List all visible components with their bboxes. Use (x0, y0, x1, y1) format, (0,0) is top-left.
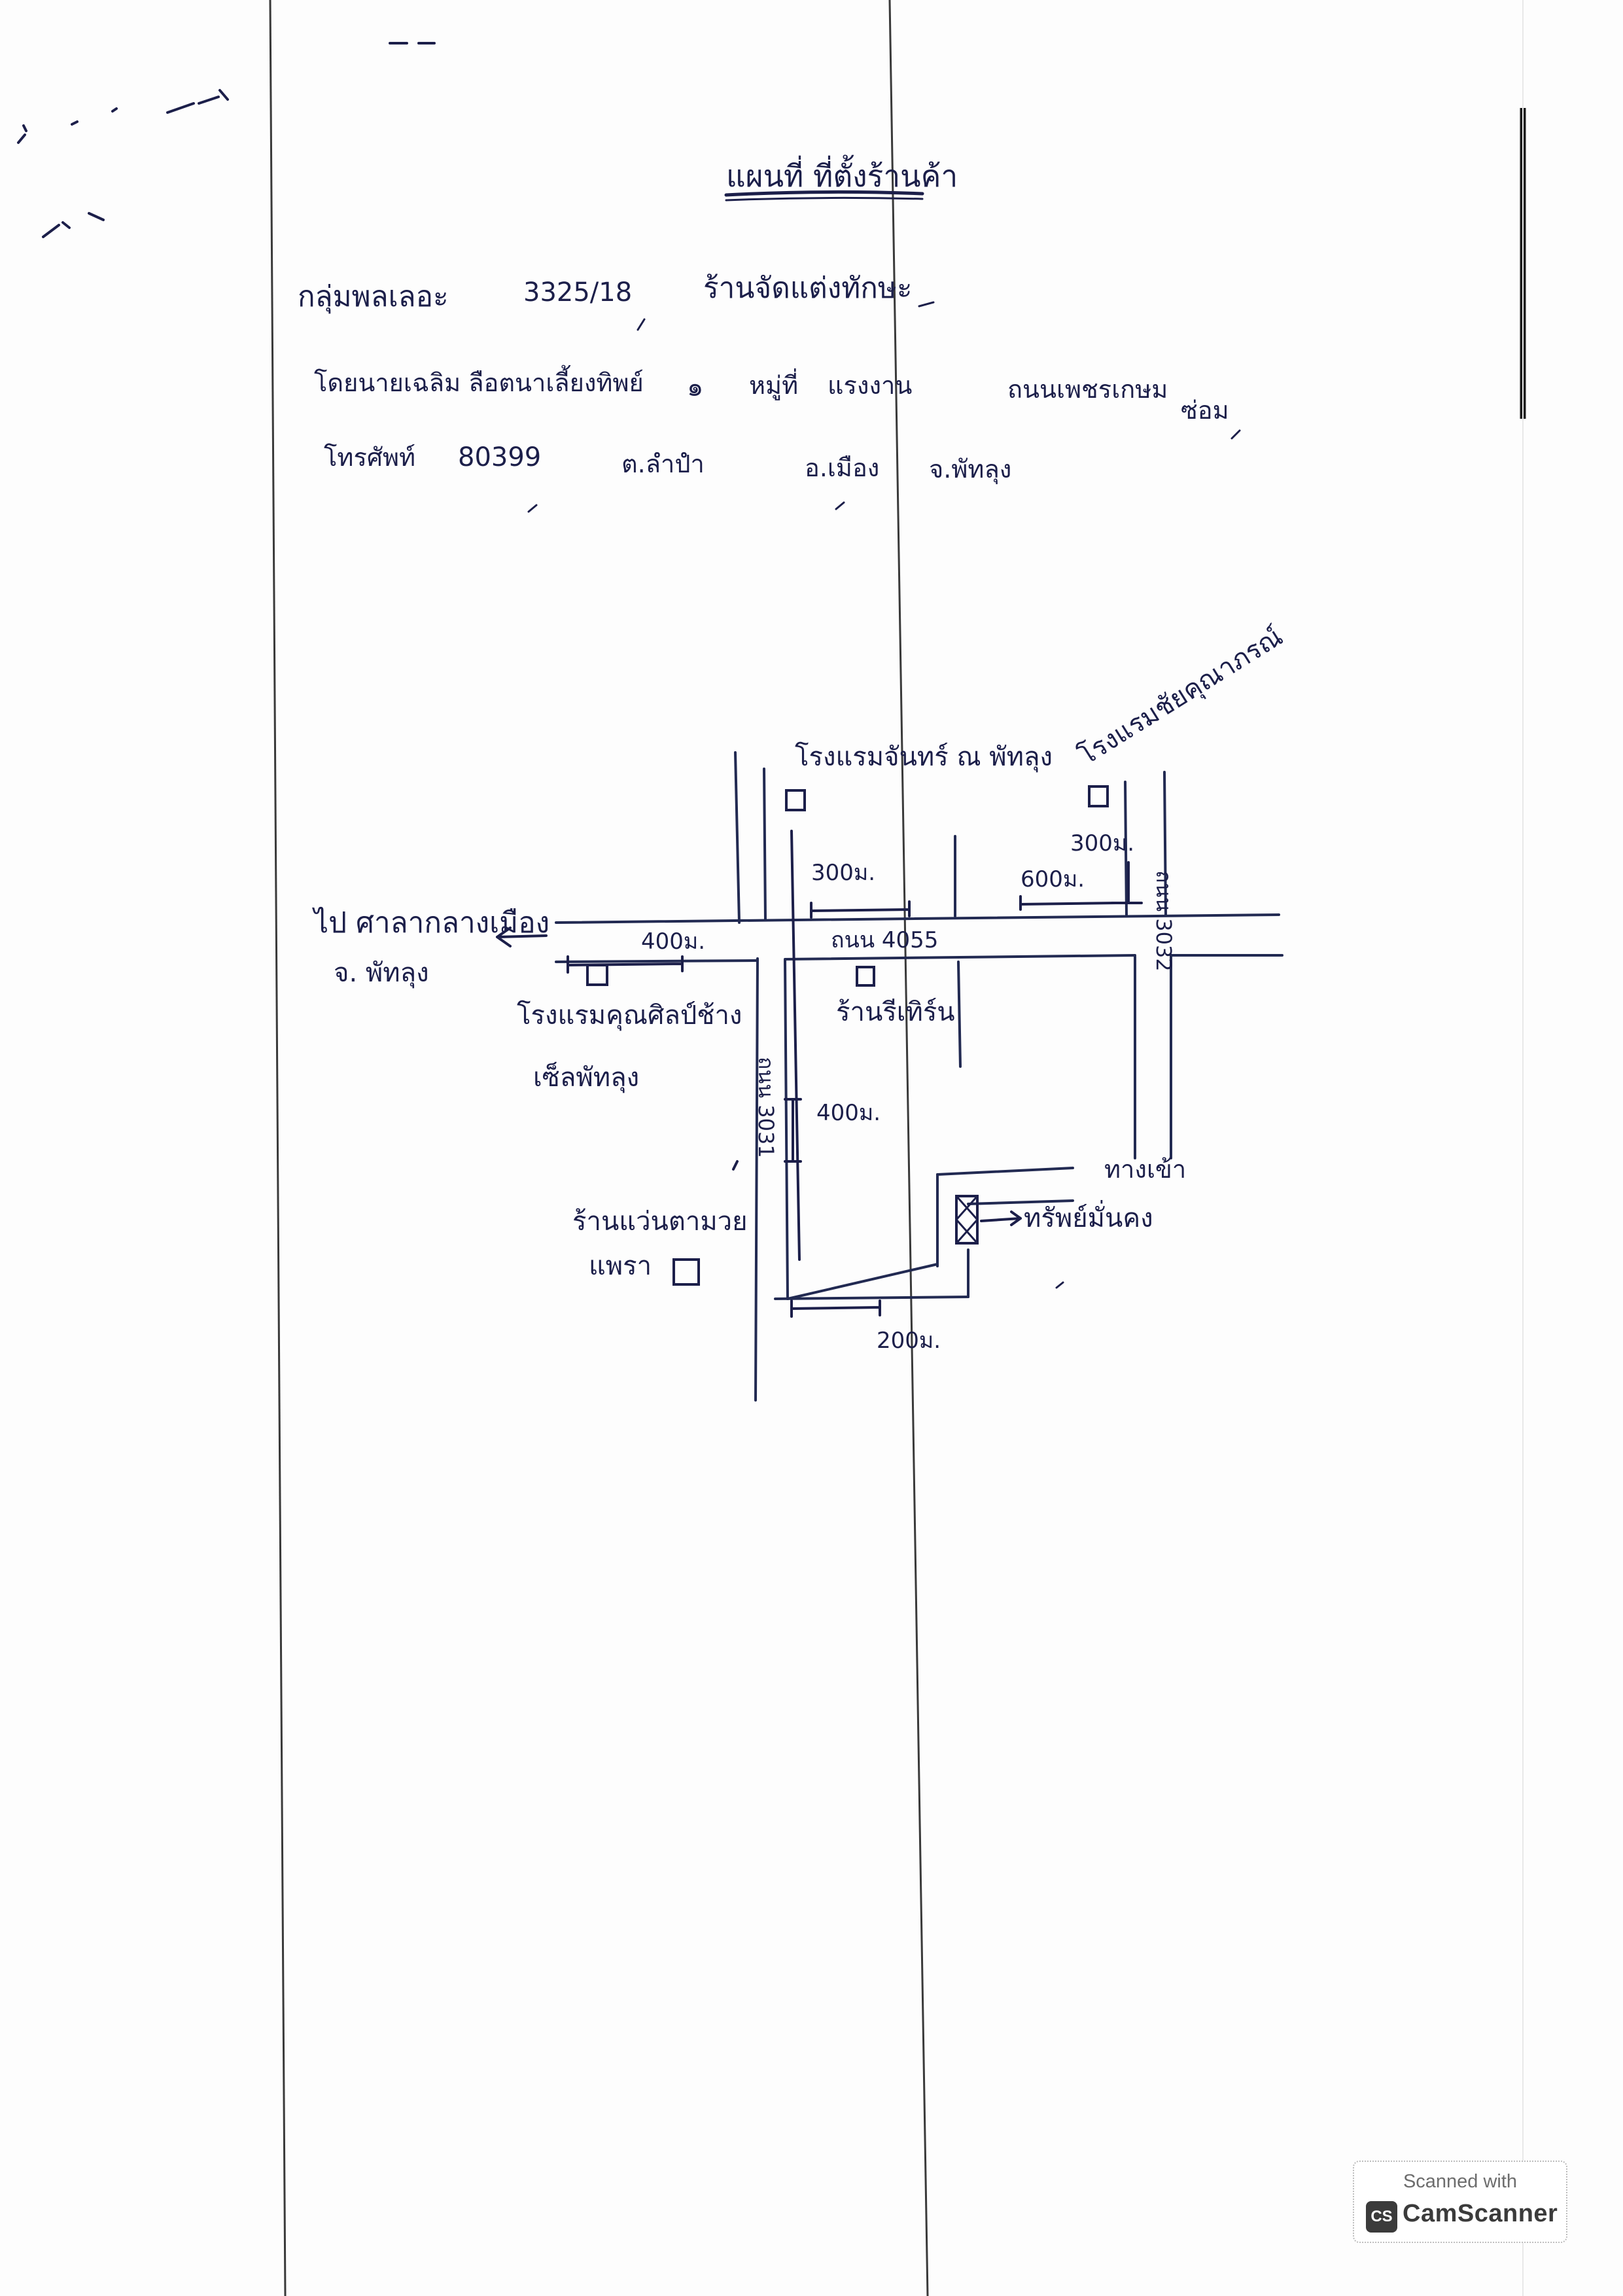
distance-600m-right: 600ม. (1021, 866, 1085, 892)
distance-400m-left: 400ม. (641, 928, 705, 955)
distance-labels: 400ม. 300ม. 600ม. 300ม. 400ม. 200ม. (641, 830, 1134, 1354)
landmarks: ไป ศาลากลางเมือง จ. พัทลุง โรงแรมจันทร์ … (312, 622, 1289, 1289)
distance-300m-mid: 300ม. (811, 860, 875, 886)
road-3032-left-edge-top (1124, 781, 1128, 916)
line3-province: จ.พัทลุง (929, 455, 1011, 484)
label-hotel-left: โรงแรมคุณศิลป์ช้าง (517, 1000, 742, 1031)
line2-street: ถนนเพชรเกษม (1007, 375, 1168, 404)
line2-house-label: แรงงาน (828, 371, 912, 400)
label-shop-bottom: ร้านแว่นตามวย (572, 1207, 748, 1237)
road-3031-right-edge-top (763, 768, 767, 921)
title-text: แผนที่ ที่ตั้งร้านค้า (726, 154, 958, 194)
line3-phone-number: 80399 (458, 442, 541, 472)
shop-bottom-marker-icon (672, 1258, 700, 1286)
line3-amphoe: อ.เมือง (805, 453, 879, 482)
hotel-left-marker-icon (586, 964, 608, 986)
road-name-labels: ถนน 4055 ถนน 3032 ถนน 3031 (754, 870, 1176, 1158)
shop-small-marker-icon (856, 966, 875, 987)
line3-tambon: ต.ลำปำ (621, 450, 705, 478)
line2-owner: โดยนายเฉลิม ลือตนาเลี้ยงทิพย์ (314, 364, 644, 397)
line1-shop-name: ร้านจัดแต่งทักษะ (703, 272, 912, 305)
road-3031-left-edge (754, 957, 759, 1402)
label-entrance: ทางเข้า (1104, 1155, 1186, 1184)
hotel-right-marker-icon (1088, 785, 1109, 807)
document-title: แผนที่ ที่ตั้งร้านค้า (724, 154, 958, 202)
watermark-brand: CamScanner (1403, 2200, 1558, 2227)
line2-moo: ๑ (687, 372, 703, 402)
line3-phone-label: โทรศัพท์ (324, 443, 415, 472)
label-shop-small: ร้านรีเทิร์น (836, 997, 955, 1027)
side-road-a-bottom (957, 961, 962, 1068)
hotel-top-marker-icon (785, 789, 806, 811)
label-shop-bottom-sub: แพรา (589, 1251, 652, 1281)
pen-specks (17, 42, 436, 238)
target-arrow-icon (980, 1210, 1022, 1226)
road-3031-left-edge-top (734, 751, 741, 924)
road-3032-label: ถนน 3032 (1151, 870, 1176, 972)
road-4055-label: ถนน 4055 (831, 927, 938, 953)
line2-tail: ซ่อม (1181, 396, 1229, 425)
distance-markers (567, 861, 1143, 1318)
distance-300m-right: 300ม. (1070, 830, 1134, 857)
label-hotel-top: โรงแรมจันทร์ ณ พัทลุง (795, 742, 1053, 773)
camscanner-watermark: Scanned with CS CamScanner (1353, 2161, 1567, 2243)
label-to-city-province: จ. พัทลุง (334, 958, 429, 989)
line1-shop-label: กลุ่มพลเลอะ (298, 280, 449, 314)
road-3032-right-edge-top (1163, 771, 1167, 916)
road-3031-right-edge (784, 959, 789, 1300)
line2-moo-label: หมู่ที่ (749, 368, 798, 400)
watermark-caption: Scanned with (1403, 2171, 1518, 2192)
target-shop-marker-icon (955, 1195, 979, 1245)
bottom-street-top-edge (786, 1263, 939, 1300)
header-line-1: กลุ่มพลเลอะ 3325/18 ร้านจัดแต่งทักษะ (298, 272, 935, 331)
distance-400m-down: 400ม. (816, 1100, 881, 1126)
header-line-3: โทรศัพท์ 80399 ต.ลำปำ อ.เมือง จ.พัทลุง (324, 442, 1011, 513)
road-4055-bottom-edge-mid (784, 954, 1136, 961)
bottom-street-lower-edge (774, 1296, 969, 1300)
title-underline (724, 190, 924, 197)
road-network (555, 751, 1283, 1402)
camscanner-logo-icon: CS (1366, 2201, 1397, 2233)
label-hotel-right: โรงแรมชัยคุณาภรณ์ (1073, 622, 1289, 772)
road-3031-label: ถนน 3031 (754, 1057, 778, 1158)
line1-house-number: 3325/18 (523, 277, 632, 308)
bottom-street-top-branch (936, 1167, 1074, 1176)
arrow-left-icon (496, 927, 548, 947)
bottom-street-inner-branch (967, 1199, 1074, 1205)
label-target-shop: ทรัพย์มั่นคง (1024, 1200, 1153, 1233)
distance-200m-bottom: 200ม. (877, 1328, 941, 1354)
route-guide-line (790, 830, 801, 1261)
page-crease-center (888, 0, 929, 2296)
road-4055-top-edge (555, 913, 1280, 924)
label-hotel-left-sub: เซ็ลพัทลุง (533, 1061, 639, 1093)
page-crease-left (269, 0, 287, 2296)
header-line-2: โดยนายเฉลิม ลือตนาเลี้ยงทิพย์ ๑ หมู่ที่ … (314, 364, 1241, 440)
road-4055-bottom-edge-left (555, 959, 759, 963)
label-to-city: ไป ศาลากลางเมือง (312, 906, 550, 940)
